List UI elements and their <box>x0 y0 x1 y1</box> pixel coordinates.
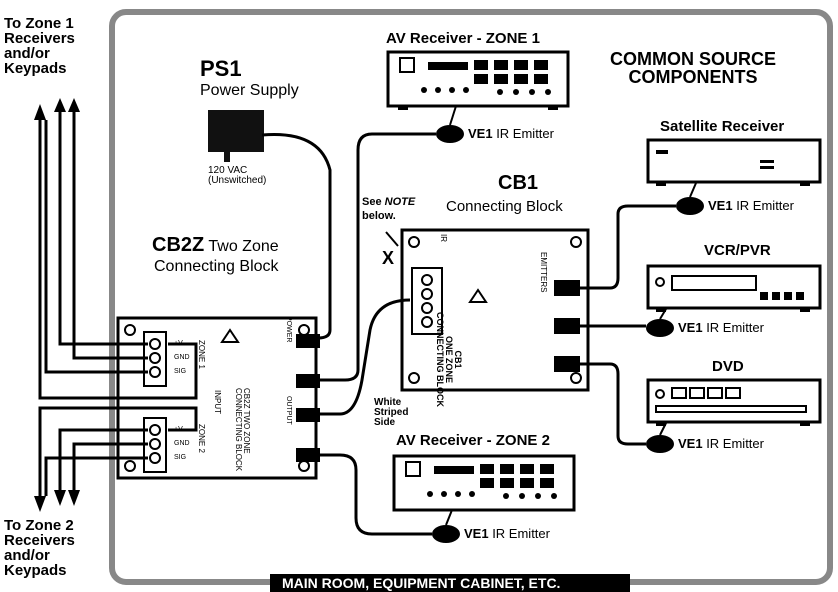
cb1-block-icon <box>400 228 590 392</box>
cb2z-z2-v: +V <box>174 426 183 433</box>
zone1-note: To Zone 1 Receivers and/or Keypads <box>4 15 75 77</box>
common-source-title: COMMON SOURCE COMPONENTS <box>610 49 776 87</box>
footer-bar <box>270 574 630 592</box>
emitter-zone1 <box>436 125 464 143</box>
emitter-satellite <box>676 197 704 215</box>
cb2z-title: CB2Z <box>152 234 205 256</box>
emitter-dvd-name: VE1 <box>678 436 703 451</box>
ps1-voltage: 120 VAC (Unswitched) <box>208 165 267 186</box>
emitter-dvd-label: VE1 IR Emitter <box>678 436 764 451</box>
zone2-arrow-icon <box>34 490 80 512</box>
dvd-icon <box>646 378 822 426</box>
cb2z-z1-gnd: GND <box>174 354 190 361</box>
note-see: See <box>362 196 385 208</box>
emitter-dvd-suffix: IR Emitter <box>702 436 764 451</box>
note-x-marker: X <box>382 248 395 268</box>
zone2-wiring <box>38 406 198 496</box>
emitter-sat-label: VE1 IR Emitter <box>708 198 794 213</box>
cb1-subtitle: Connecting Block <box>446 198 563 215</box>
av-zone2-label: AV Receiver - ZONE 2 <box>396 432 550 449</box>
emitter-vcr-name: VE1 <box>678 320 703 335</box>
cb1-body-label: CB1 ONE ZONE CONNECTING BLOCK <box>435 312 463 407</box>
emitter-zone2-label: VE1 IR Emitter <box>464 526 550 541</box>
zone2-note: To Zone 2 Receivers and/or Keypads <box>4 517 75 579</box>
vcr-label: VCR/PVR <box>704 242 771 259</box>
cb1-ir-label: IR <box>439 234 448 242</box>
satellite-label: Satellite Receiver <box>660 118 785 135</box>
power-supply-icon <box>208 110 264 162</box>
zone1-wiring <box>38 112 198 400</box>
av-zone1-label: AV Receiver - ZONE 1 <box>386 30 540 47</box>
note-word: NOTE <box>384 196 416 208</box>
cb2z-zone2-label: ZONE 2 <box>197 424 206 453</box>
cb2z-output-label: OUTPUT <box>285 396 292 425</box>
vcr-pvr-icon <box>646 264 822 312</box>
emitter-dvd <box>646 435 674 453</box>
cb1-side-label: EMITTERS <box>539 252 548 293</box>
emitter-zone2-suffix: IR Emitter <box>488 526 550 541</box>
emitter-vcr <box>646 319 674 337</box>
emitter-zone2 <box>432 525 460 543</box>
white-striped-label: White Striped Side <box>374 397 409 428</box>
dvd-label: DVD <box>712 358 744 375</box>
note-see-line: See NOTE <box>362 196 415 208</box>
emitter-vcr-suffix: IR Emitter <box>702 320 764 335</box>
av-receiver-zone2-icon <box>392 454 576 512</box>
cb2z-input-label: INPUT <box>213 390 222 414</box>
av-receiver-zone1-icon <box>386 50 570 110</box>
emitter-zone1-name: VE1 <box>468 126 493 141</box>
cb2z-body-label: CB2Z TWO ZONE CONNECTING BLOCK <box>234 388 251 472</box>
emitter-zone1-suffix: IR Emitter <box>492 126 554 141</box>
emitter-sat-name: VE1 <box>708 198 733 213</box>
ps1-title: PS1 <box>200 56 242 81</box>
cb2z-z2-gnd: GND <box>174 440 190 447</box>
satellite-receiver-icon <box>646 138 822 186</box>
emitter-vcr-label: VE1 IR Emitter <box>678 320 764 335</box>
emitter-zone2-name: VE1 <box>464 526 489 541</box>
emitter-zone1-label: VE1 IR Emitter <box>468 126 554 141</box>
ps1-subtitle: Power Supply <box>200 82 299 99</box>
cb2z-subtitle2: Connecting Block <box>154 258 279 275</box>
cb2z-subtitle: Two Zone <box>204 238 279 255</box>
cb2z-zone1-label: ZONE 1 <box>197 340 206 369</box>
emitter-sat-suffix: IR Emitter <box>732 198 794 213</box>
cb2z-z1-v: +V <box>174 340 183 347</box>
cb2z-title-line: CB2Z Two Zone <box>152 234 279 257</box>
cb2z-z2-sig: SIG <box>174 454 187 461</box>
footer-label: MAIN ROOM, EQUIPMENT CABINET, ETC. <box>282 575 561 591</box>
cb1-title: CB1 <box>498 172 539 194</box>
cb2z-power-label: POWER <box>285 316 292 343</box>
note-below: below. <box>362 210 396 222</box>
zone1-arrow-icon <box>34 98 80 120</box>
cb2z-z1-sig: SIG <box>174 368 187 375</box>
